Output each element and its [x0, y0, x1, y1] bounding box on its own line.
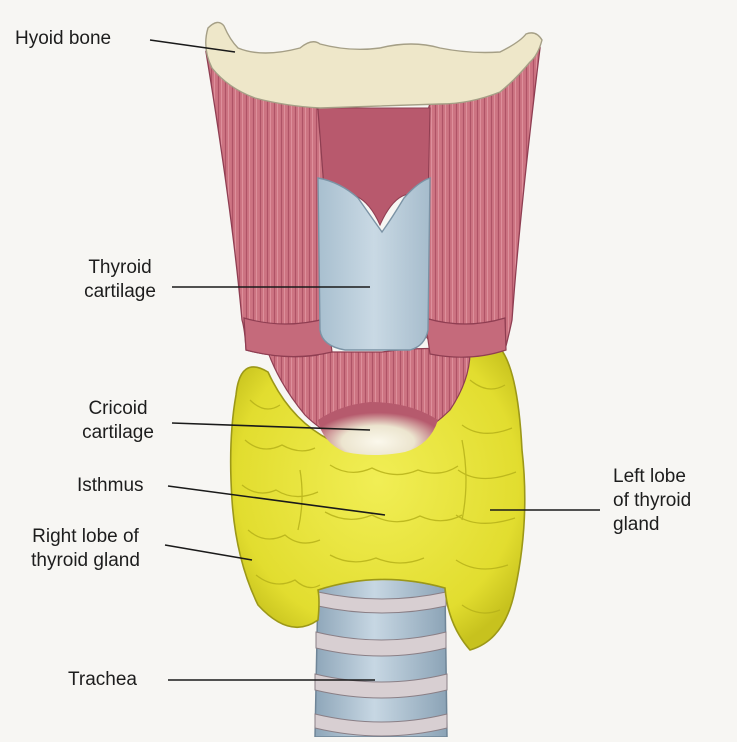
- label-cricoid-cartilage: Cricoid cartilage: [82, 398, 154, 443]
- label-hyoid-bone: Hyoid bone: [15, 28, 112, 49]
- leader-lines: [149, 39, 600, 681]
- label-trachea: Trachea: [68, 669, 137, 690]
- label-isthmus: Isthmus: [77, 475, 144, 496]
- cricoid-cartilage: [318, 402, 438, 455]
- hyoid-bone: [205, 21, 543, 109]
- label-thyroid-cartilage: Thyroid cartilage: [84, 257, 156, 302]
- label-left-lobe: Left lobe of thyroid gland: [613, 466, 692, 535]
- leader-line-isthmus: [167, 485, 386, 516]
- leader-line-hyoid-bone: [149, 39, 236, 53]
- leader-line-cricoid-cartilage: [171, 422, 371, 431]
- label-right-lobe: Right lobe of thyroid gland: [31, 526, 140, 571]
- thyrohyoid-muscles: [205, 46, 541, 358]
- leader-line-right-lobe: [164, 544, 253, 561]
- trachea: [314, 578, 448, 738]
- thyroid-cartilage: [317, 177, 431, 351]
